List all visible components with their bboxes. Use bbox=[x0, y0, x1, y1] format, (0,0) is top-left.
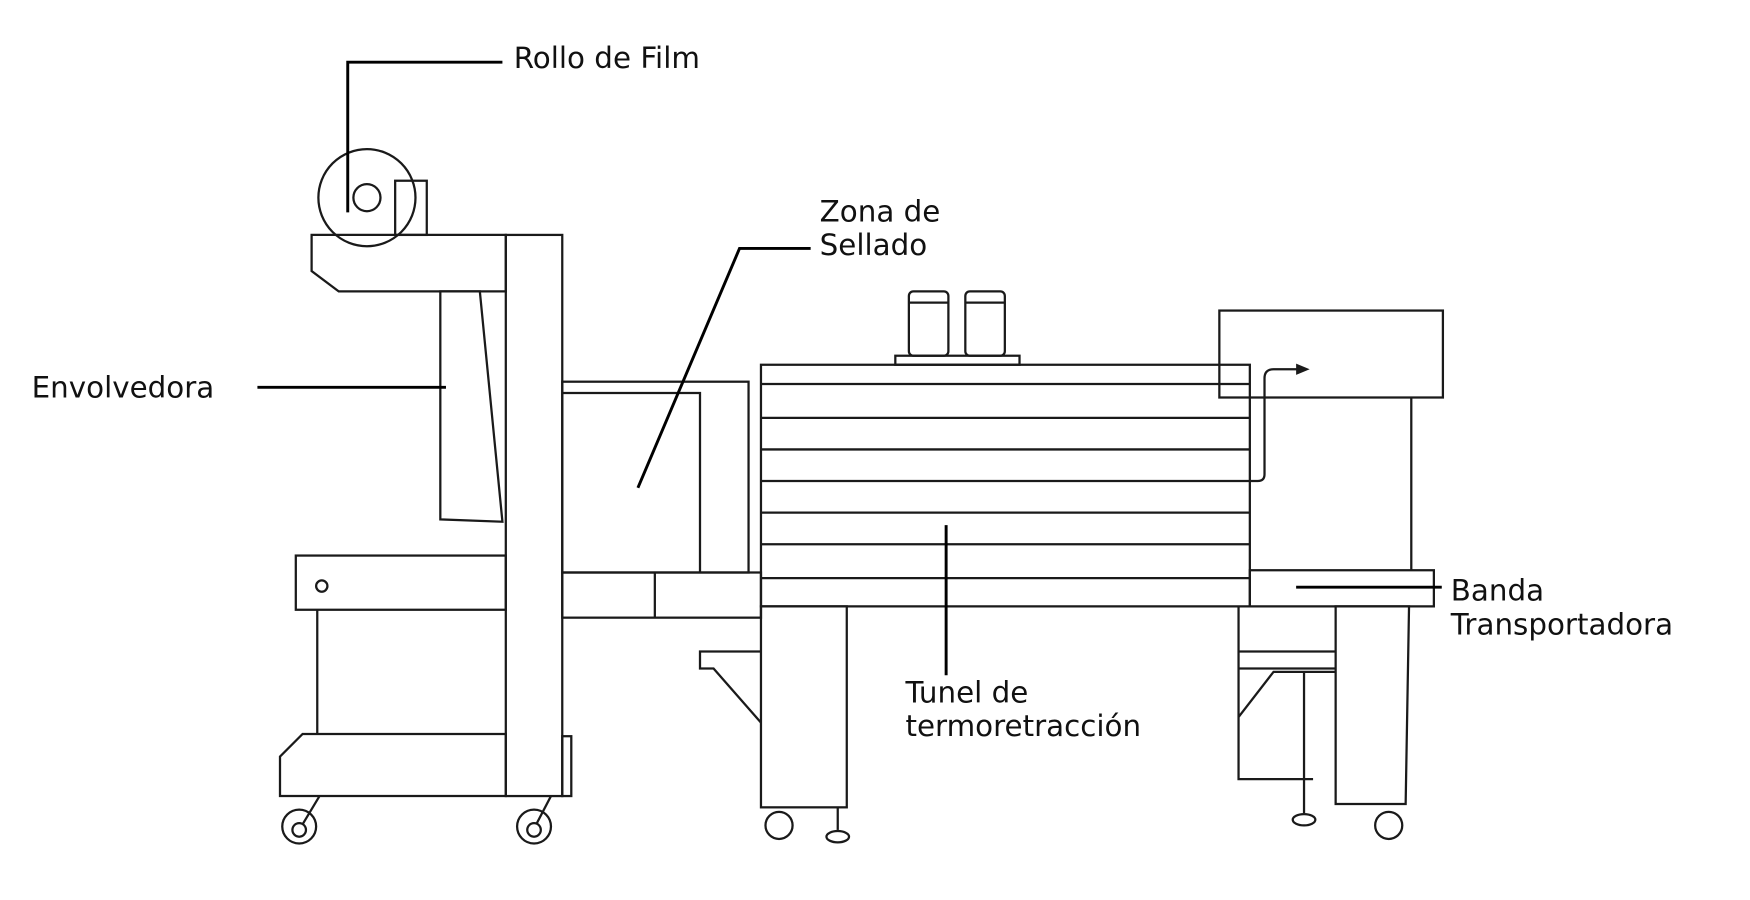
wheel-icon bbox=[515, 808, 553, 845]
arrow-icon bbox=[1296, 363, 1310, 375]
sealing-zone bbox=[561, 380, 763, 619]
wheel-icon bbox=[1374, 810, 1404, 841]
foot-icon bbox=[825, 829, 851, 844]
shrink-tunnel bbox=[698, 290, 1310, 844]
wrapper-unit bbox=[278, 233, 573, 845]
label-film-roll: Rollo de Film bbox=[514, 41, 700, 75]
wheel-icon bbox=[281, 808, 318, 845]
conveyor-unit bbox=[1218, 309, 1445, 841]
wheel-icon bbox=[764, 810, 794, 841]
leader-lines bbox=[257, 60, 1442, 676]
label-conveyor: Banda bbox=[1451, 574, 1544, 608]
foot-icon bbox=[1291, 812, 1317, 827]
label-wrapper: Envolvedora bbox=[32, 370, 215, 404]
label-sealing-zone: Zona de bbox=[820, 194, 941, 228]
label-sealing-zone-2: Sellado bbox=[820, 228, 928, 262]
label-tunnel: Tunel de bbox=[904, 675, 1028, 709]
label-tunnel-2: termoretracción bbox=[905, 709, 1141, 743]
film-roll bbox=[317, 147, 428, 248]
label-conveyor-2: Transportadora bbox=[1450, 608, 1673, 642]
